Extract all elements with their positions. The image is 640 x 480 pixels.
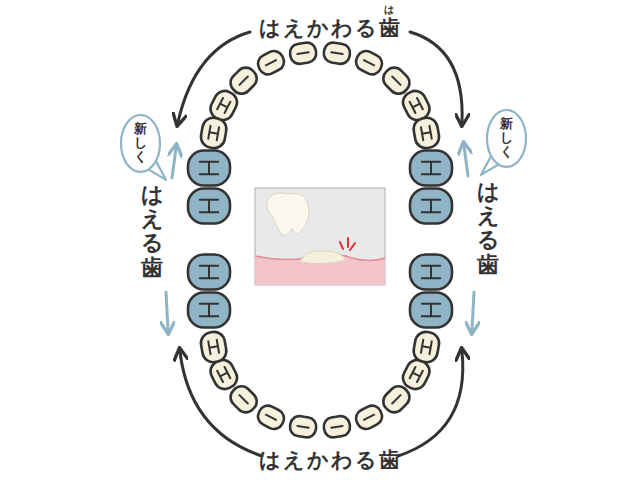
tooth	[255, 403, 287, 433]
tooth	[188, 255, 230, 290]
speech-bubble: 新しく	[119, 113, 162, 174]
teeth	[188, 41, 452, 438]
arch-label: はえかわる歯	[259, 446, 402, 474]
tooth	[410, 293, 452, 328]
tooth	[410, 189, 452, 224]
tooth	[188, 189, 230, 224]
tooth	[322, 415, 351, 439]
tooth	[412, 116, 441, 150]
arrow	[172, 148, 176, 178]
side-label: はえる歯	[141, 183, 163, 280]
tooth	[199, 330, 228, 364]
tooth	[353, 403, 385, 433]
arrow	[464, 146, 468, 176]
arrow	[472, 292, 474, 330]
side-label: はえる歯	[477, 180, 499, 277]
arrow	[166, 292, 168, 330]
tooth-eruption-picture	[255, 188, 385, 285]
speech-bubble: 新しく	[485, 108, 528, 169]
tooth	[410, 255, 452, 290]
arrows	[166, 32, 474, 456]
tooth	[412, 330, 441, 364]
tooth	[322, 41, 351, 65]
tooth	[188, 151, 230, 186]
tooth	[289, 41, 318, 65]
tooth	[289, 415, 318, 439]
tooth	[353, 48, 385, 78]
tooth	[255, 48, 287, 78]
tooth	[410, 151, 452, 186]
bubble-text: 新しく	[134, 122, 147, 165]
tooth	[199, 116, 228, 150]
arrow	[180, 352, 262, 456]
ruby-reading: は	[384, 3, 394, 17]
tooth	[188, 293, 230, 328]
bubble-text: 新しく	[500, 117, 513, 160]
arch-label: はえかわる歯	[259, 14, 402, 42]
